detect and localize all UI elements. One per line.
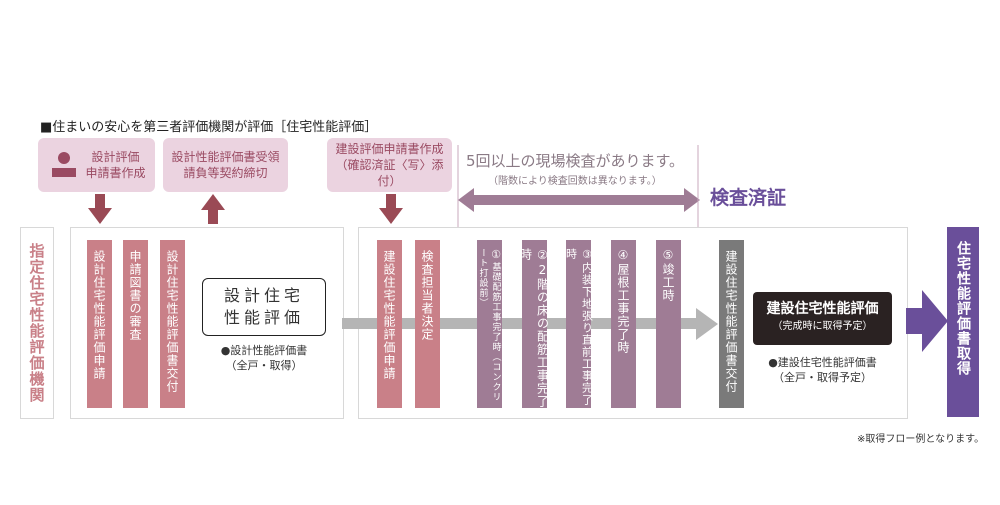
inspection-label: 基礎配筋工事完了時（コンクリート打設前） xyxy=(477,248,501,402)
design-step-label: 申請図書の審査 xyxy=(128,250,142,341)
inspection-number: ④ xyxy=(616,248,630,263)
design-step-3: 設計住宅性能評価書交付 xyxy=(160,240,185,408)
design-receipt-box: 設計性能評価書受領 請負等契約締切 xyxy=(163,138,288,192)
construction-issue-label: 建設住宅性能評価書交付 xyxy=(724,250,738,393)
inspection-label: 2階の床の配筋工事完了時 xyxy=(518,248,550,408)
diagram-title: ■住まいの安心を第三者評価機関が評価［住宅性能評価］ xyxy=(40,120,378,135)
inspection-5: ⑤竣工時 xyxy=(656,240,681,408)
construction-document-line2: （全戸・取得予定） xyxy=(773,371,872,384)
flow-bar xyxy=(342,318,698,329)
construction-application-line2: （確認済証〈写〉添付） xyxy=(335,158,444,188)
design-application-box: 設計評価 申請書作成 xyxy=(38,138,155,192)
double-arrow-icon xyxy=(458,188,700,212)
construction-application-box: 建設評価申請書作成 （確認済証〈写〉添付） xyxy=(327,138,452,192)
footnote: ※取得フロー例となります。 xyxy=(857,434,985,445)
inspection-number: ③ xyxy=(580,248,594,262)
construction-evaluation-box: 建設住宅性能評価 （完成時に取得予定） xyxy=(753,292,892,345)
design-application-line2: 申請書作成 xyxy=(85,166,146,180)
design-step-label: 設計住宅性能評価書交付 xyxy=(165,250,179,393)
agency-box: 指定住宅性能評価機関 xyxy=(20,227,54,419)
inspection-1: ①基礎配筋工事完了時（コンクリート打設前） xyxy=(477,240,503,408)
arrow-right-icon xyxy=(696,308,718,340)
construction-step-2: 検査担当者決定 xyxy=(415,240,440,408)
design-evaluation-box: 設計住宅 性能評価 xyxy=(202,278,326,336)
construction-document-line1: ●建設住宅性能評価書 xyxy=(768,356,877,369)
inspection-label: 屋根工事完了時 xyxy=(616,263,630,354)
inspection-headline: 5回以上の現場検査があります。 xyxy=(466,152,685,170)
design-document: ●設計性能評価書 （全戸・取得） xyxy=(202,343,326,373)
inspection-4: ④屋根工事完了時 xyxy=(611,240,636,408)
inspection-label: 内装下地張り直前工事完了時 xyxy=(564,248,594,406)
inspection-subnote: （階数により検査回数は異なります。） xyxy=(488,176,662,187)
arrow-right-icon xyxy=(906,290,948,352)
inspection-label: 竣工時 xyxy=(661,263,675,302)
person-icon xyxy=(52,152,76,178)
inspection-certificate-label: 検査済証 xyxy=(710,187,787,209)
arrow-down-icon xyxy=(88,194,112,224)
design-receipt-line1: 設計性能評価書受領 xyxy=(171,150,280,164)
final-certificate-bar: 住宅性能評価書取得 xyxy=(947,227,979,417)
inspection-3: ③内装下地張り直前工事完了時 xyxy=(564,240,594,408)
design-receipt-line2: 請負等契約締切 xyxy=(183,166,268,180)
construction-application-line1: 建設評価申請書作成 xyxy=(335,142,444,156)
design-application-line1: 設計評価 xyxy=(91,150,140,164)
construction-issue-step: 建設住宅性能評価書交付 xyxy=(719,240,744,408)
agency-label: 指定住宅性能評価機関 xyxy=(27,243,46,403)
design-evaluation-line2: 性能評価 xyxy=(223,308,304,327)
inspection-number: ⑤ xyxy=(661,248,675,263)
design-evaluation-line1: 設計住宅 xyxy=(223,286,304,305)
design-step-label: 設計住宅性能評価申請 xyxy=(92,250,106,380)
design-document-line2: （全戸・取得） xyxy=(225,359,303,372)
construction-step-1: 建設住宅性能評価申請 xyxy=(377,240,402,408)
design-document-line1: ●設計性能評価書 xyxy=(220,344,308,357)
design-step-1: 設計住宅性能評価申請 xyxy=(87,240,112,408)
construction-evaluation-line1: 建設住宅性能評価 xyxy=(766,301,879,317)
arrow-up-icon xyxy=(201,194,225,224)
inspection-2: ②2階の床の配筋工事完了時 xyxy=(518,240,550,408)
design-step-2: 申請図書の審査 xyxy=(123,240,148,408)
construction-step-label: 建設住宅性能評価申請 xyxy=(382,250,396,380)
final-certificate-label: 住宅性能評価書取得 xyxy=(955,241,971,376)
construction-document: ●建設住宅性能評価書 （全戸・取得予定） xyxy=(753,355,892,385)
construction-step-label: 検査担当者決定 xyxy=(420,250,434,341)
inspection-number: ① xyxy=(489,248,503,262)
inspection-number: ② xyxy=(535,248,550,263)
construction-evaluation-line2: （完成時に取得予定） xyxy=(772,321,873,332)
arrow-down-icon xyxy=(379,194,403,224)
